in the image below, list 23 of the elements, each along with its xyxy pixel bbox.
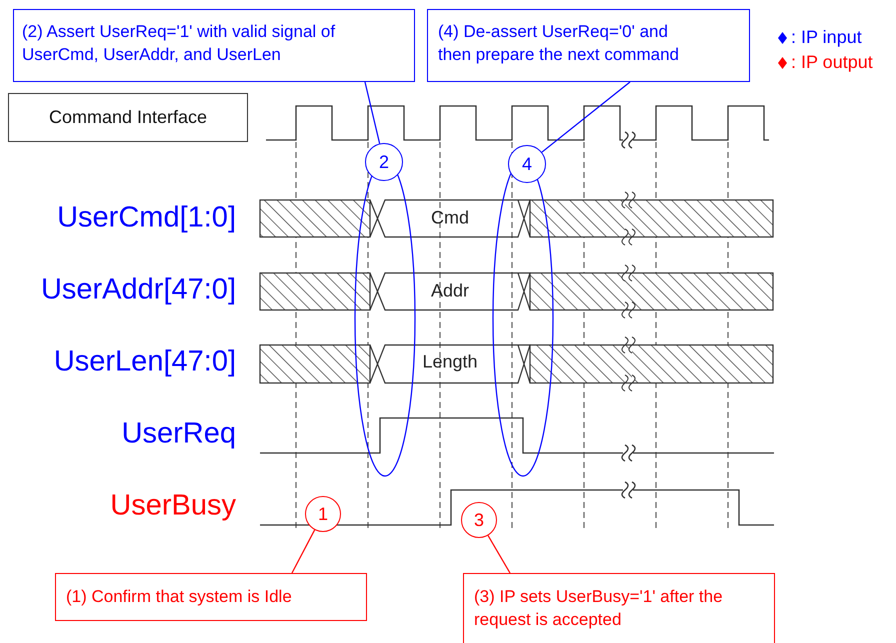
signal-name: UserLen[47:0] <box>54 346 236 378</box>
callout-box: (4) De-assert UserReq='0' and then prepare the next command <box>427 9 750 82</box>
signal-name: UserBusy <box>110 490 236 522</box>
callout-number: 3 <box>461 502 497 538</box>
leader-line <box>488 535 511 574</box>
leader-line <box>542 82 630 153</box>
interface-box: Command Interface <box>8 93 248 142</box>
bus-value: Length <box>422 352 478 372</box>
signal-name: UserAddr[47:0] <box>40 274 236 306</box>
signal-name: UserCmd[1:0] <box>57 202 236 234</box>
callout-box: (2) Assert UserReq='1' with valid signal of UserCmd, UserAddr, and UserLen <box>13 9 415 82</box>
legend-text: : IP input <box>791 27 862 48</box>
bus-value: Addr <box>430 280 470 302</box>
callout-box: (3) IP sets UserBusy='1' after the request is accepted <box>463 573 775 643</box>
callout-number: 4 <box>508 145 546 183</box>
callout-number: 2 <box>365 143 403 181</box>
bus-value: Cmd <box>431 208 469 228</box>
signal-name: UserReq <box>122 418 236 450</box>
callout-number: 1 <box>305 496 341 532</box>
callout-box: (1) Confirm that system is Idle <box>55 573 367 621</box>
leader-line <box>291 530 316 574</box>
legend-text: : IP output <box>791 52 873 73</box>
leader-line <box>364 82 380 144</box>
